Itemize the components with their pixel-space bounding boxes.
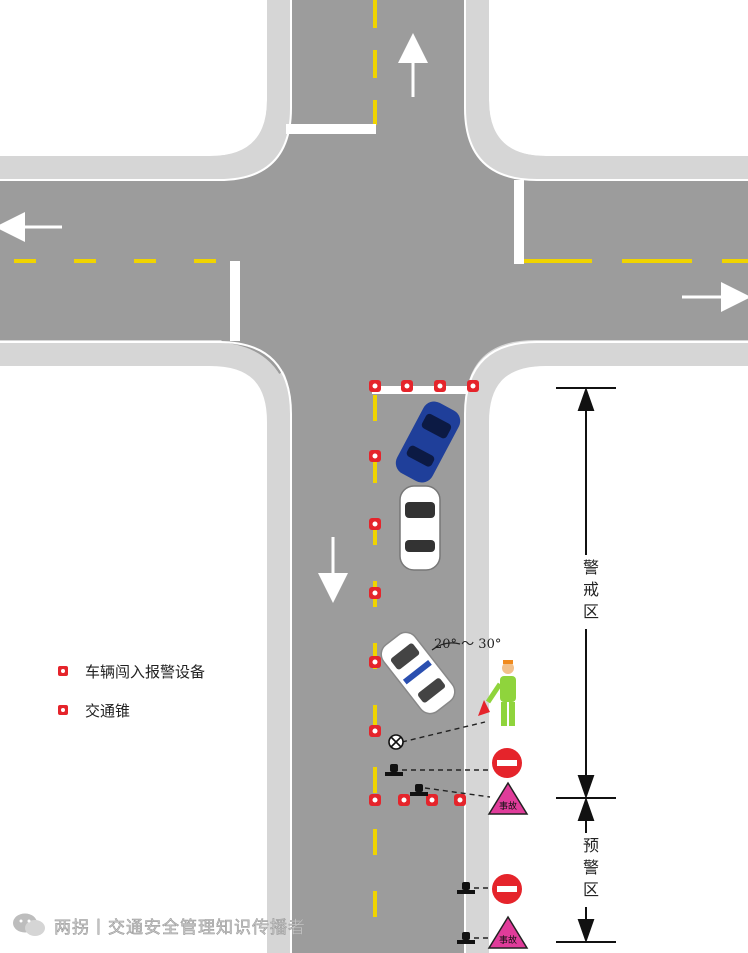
legend-traffic-cone-label: 交通锥 [85, 702, 131, 720]
svg-text:事故: 事故 [499, 934, 517, 946]
closed-lane-marker-icon [388, 734, 404, 750]
no-entry-sign-icon [492, 748, 522, 778]
no-entry-sign-icon [492, 874, 522, 904]
wechat-icon [13, 913, 45, 936]
watermark-text: 两拐丨交通安全管理知识传播者 [54, 917, 306, 938]
alarm-device [398, 794, 410, 806]
legend-alarm-device-icon [58, 666, 68, 676]
legend-alarm-device-label: 车辆闯入报警设备 [85, 663, 206, 681]
alarm-device [426, 794, 438, 806]
blue-car [395, 401, 461, 483]
watermark: 两拐丨交通安全管理知识传播者 [12, 912, 306, 938]
stop-lines [230, 124, 524, 394]
warning-zone-label: 警戒区 [577, 555, 601, 629]
alarm-device [369, 380, 381, 392]
angle-label: 20° ～ 30° [434, 637, 501, 652]
traffic-cone [369, 587, 381, 599]
traffic-cone [369, 725, 381, 737]
traffic-cones [369, 380, 479, 806]
police-car [380, 631, 456, 715]
direction-arrows [0, 33, 748, 603]
svg-text:事故: 事故 [499, 800, 517, 812]
alarm-device [467, 380, 479, 392]
sign-base-markers [385, 764, 475, 944]
alarm-device [434, 380, 446, 392]
legend-traffic-cone-icon [58, 705, 68, 715]
alarm-device [369, 794, 381, 806]
accident-warning-sign: 事故 [487, 781, 529, 815]
white-car [399, 485, 441, 571]
alarm-device [401, 380, 413, 392]
traffic-cone [369, 518, 381, 530]
traffic-cone [369, 450, 381, 462]
traffic-officer-figure [478, 660, 516, 726]
accident-warning-sign: 事故 [487, 915, 529, 949]
pre-warning-zone-label: 预警区 [577, 833, 601, 907]
traffic-cone [369, 656, 381, 668]
alarm-device [454, 794, 466, 806]
